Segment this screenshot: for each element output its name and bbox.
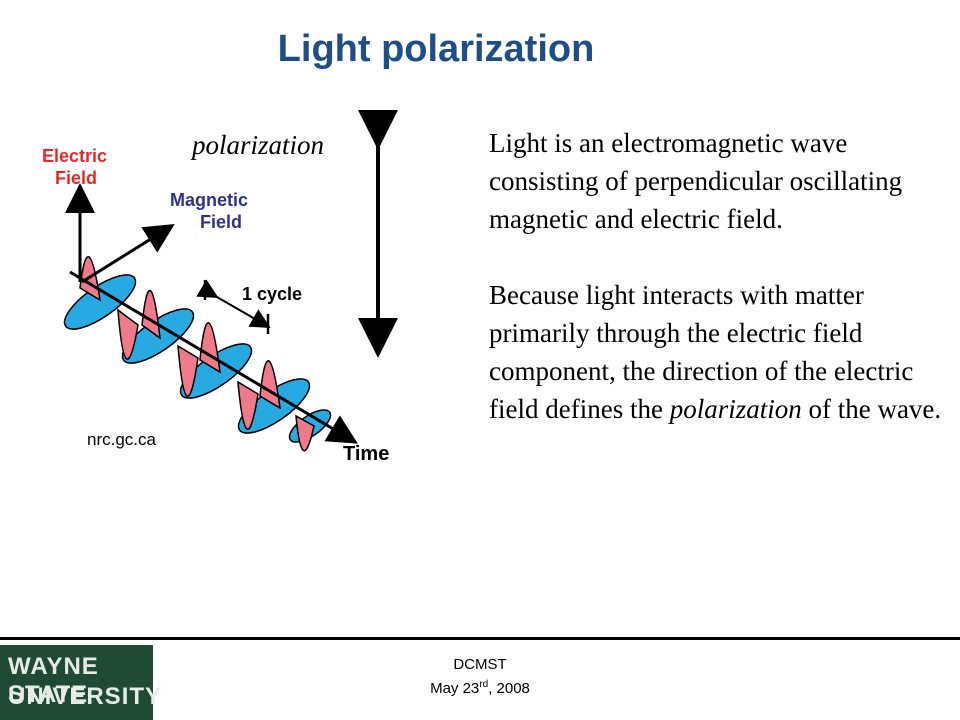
footer-event: DCMST [453, 656, 507, 673]
magnetic-axis [81, 224, 175, 284]
image-credit: nrc.gc.ca [87, 430, 156, 449]
slide-title: Light polarization [277, 28, 595, 70]
cycle-label: 1 cycle [242, 284, 302, 304]
em-wave-diagram: Electric Field Magnetic Field 1 cycle Ti… [42, 110, 398, 465]
polarization-term: polarization [669, 394, 802, 424]
cycle-arrow [196, 279, 271, 328]
electric-field-wave [79, 256, 315, 452]
electric-field-label: Electric Field [42, 146, 112, 188]
time-label: Time [343, 443, 389, 465]
paragraph-wave-definition: Light is an electromagnetic wave consist… [489, 128, 903, 234]
time-axis [69, 270, 358, 444]
wayne-state-logo: WAYNE STATE UNIVERSITY [0, 645, 161, 720]
paragraph-polarization-definition: Because light interacts with matter prim… [489, 280, 942, 424]
footer-divider [0, 637, 960, 640]
footer-info: DCMST May 23rd, 2008 [380, 655, 580, 699]
polarization-label: polarization [192, 130, 325, 160]
magnetic-field-label: Magnetic Field [170, 190, 253, 232]
footer-date: May 23rd, 2008 [430, 679, 530, 697]
body-text: Light is an electromagnetic wave consist… [489, 124, 944, 428]
logo-line-2: UNIVERSITY [8, 683, 163, 710]
logo-line-1: WAYNE STATE [8, 653, 99, 708]
